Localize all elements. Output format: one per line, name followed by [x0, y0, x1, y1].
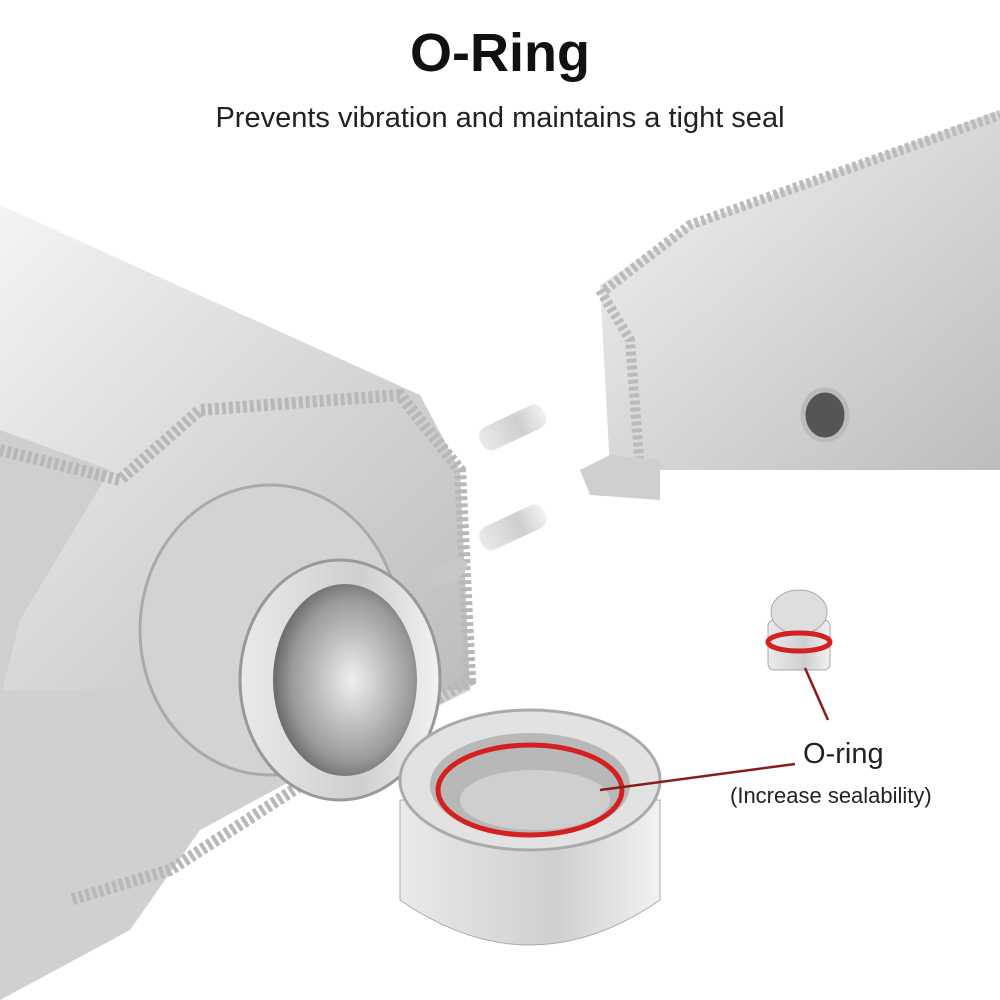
- o-ring-large: [435, 742, 625, 838]
- cap: [398, 708, 662, 946]
- page-title: O-Ring: [410, 23, 590, 83]
- plug: [765, 589, 833, 671]
- o-ring-small: [765, 630, 833, 654]
- page-subtitle: Prevents vibration and maintains a tight…: [215, 102, 785, 134]
- callout-line-plug: [803, 667, 830, 721]
- callout-label: O-ring: [803, 738, 884, 770]
- left-tank: [0, 205, 547, 1000]
- callout-note: (Increase sealability): [730, 783, 932, 808]
- callout-line: [599, 762, 796, 792]
- right-tank: [580, 110, 1000, 500]
